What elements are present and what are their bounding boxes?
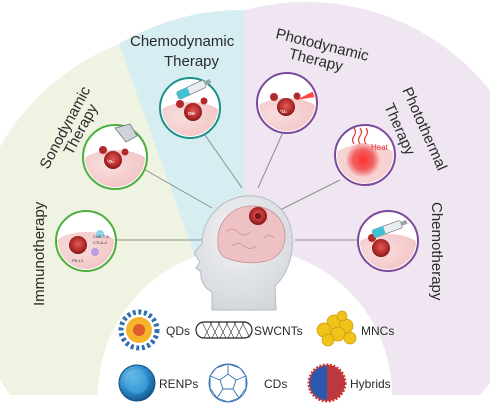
mnc-icon: [316, 310, 357, 347]
immuno-cart-text: CAR-T &: [93, 234, 109, 239]
laser-beam-icon: [296, 88, 315, 100]
photodyn-o2-text: ¹O₂: [280, 109, 287, 114]
sono-circle: ¹O₂: [82, 123, 148, 190]
renp-label: RENPs: [159, 377, 198, 391]
immuno-circle: CAR-T & CTLA-4 PD-L1: [55, 210, 117, 272]
brain-shape: [217, 205, 286, 264]
sono-o2-text: ¹O₂: [107, 159, 114, 164]
photodyn-circle: ¹O₂: [256, 72, 318, 134]
heat-waves-icon: [351, 127, 369, 145]
qd-icon: [118, 309, 160, 351]
chemo-label: Chemotherapy: [428, 202, 445, 301]
syringe-icon-chemo: [371, 219, 408, 238]
immuno-pdl-text: PD-L1: [72, 258, 84, 263]
chemodyn-label-2: Therapy: [164, 53, 220, 70]
nanomaterials: QDs SWCNTs MNCs RENPs CDs: [118, 309, 394, 403]
brain-folds: [225, 217, 275, 249]
renp-icon: [118, 364, 156, 402]
immuno-label: Immunotherapy: [31, 201, 48, 306]
line-photo-dyn: [257, 129, 285, 189]
hybrid-icon: [307, 363, 347, 403]
mnc-label: MNCs: [361, 324, 394, 338]
qd-label: QDs: [166, 324, 190, 338]
swcnt-icon: [195, 321, 253, 339]
line-chemo-dyn: [204, 134, 243, 189]
head-illustration: [194, 195, 293, 311]
cd-label: CDs: [264, 377, 287, 391]
line-sono: [141, 167, 213, 209]
cd-icon: [208, 363, 248, 403]
swcnt-label: SWCNTs: [254, 324, 303, 338]
syringe-icon: [176, 79, 212, 100]
chemodyn-label-1: Chemodynamic: [130, 33, 235, 50]
immuno-ctla-text: CTLA-4: [93, 240, 108, 245]
connector-lines: [114, 129, 358, 241]
chemodyn-oh-text: OH: [188, 111, 195, 116]
line-photo-therm: [279, 179, 341, 211]
heat-text: Heat: [371, 143, 389, 152]
ultrasound-probe-icon: [114, 123, 138, 143]
hybrid-label: Hybrids: [350, 377, 391, 391]
